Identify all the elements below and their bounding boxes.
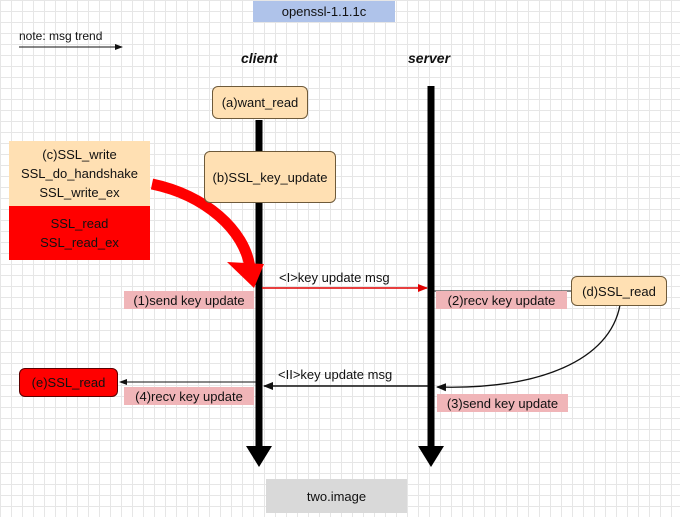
message-1-label: <I>key update msg bbox=[279, 270, 390, 285]
message-2-label: <II>key update msg bbox=[278, 367, 393, 382]
label-recv-key-update-4: (4)recv key update bbox=[124, 387, 254, 405]
server-lifeline-head bbox=[418, 446, 444, 467]
step-c-write-functions: (c)SSL_write SSL_do_handshake SSL_write_… bbox=[9, 141, 150, 206]
step-c-red-line-1: SSL_read bbox=[50, 216, 109, 231]
step-c-read-functions: SSL_read SSL_read_ex bbox=[9, 206, 150, 260]
client-label: client bbox=[241, 50, 278, 66]
step-b-ssl-key-update: (b)SSL_key_update bbox=[204, 151, 336, 203]
step-c-line-1: (c)SSL_write bbox=[42, 147, 117, 162]
note-label: note: msg trend bbox=[19, 29, 103, 43]
step-a-want-read: (a)want_read bbox=[212, 86, 308, 119]
step-e-ssl-read: (e)SSL_read bbox=[19, 368, 118, 397]
step-c-line-2: SSL_do_handshake bbox=[20, 166, 139, 181]
label-send-key-update-1: (1)send key update bbox=[124, 291, 254, 309]
label-send-key-update-3: (3)send key update bbox=[437, 394, 568, 412]
server-label: server bbox=[408, 50, 451, 66]
diagram-title: openssl-1.1.1c bbox=[253, 1, 395, 22]
step-d-ssl-read: (d)SSL_read bbox=[571, 276, 667, 306]
step-c-red-line-2: SSL_read_ex bbox=[40, 235, 119, 250]
label-recv-key-update-2: (2)recv key update bbox=[436, 291, 567, 309]
red-curve-arrow bbox=[150, 178, 256, 269]
d-return-curve bbox=[436, 304, 621, 392]
footer-label: two.image bbox=[266, 479, 407, 513]
red-curve-arrow-head bbox=[227, 262, 264, 288]
client-lifeline-head bbox=[246, 446, 272, 467]
step-c-line-3: SSL_write_ex bbox=[39, 185, 120, 200]
